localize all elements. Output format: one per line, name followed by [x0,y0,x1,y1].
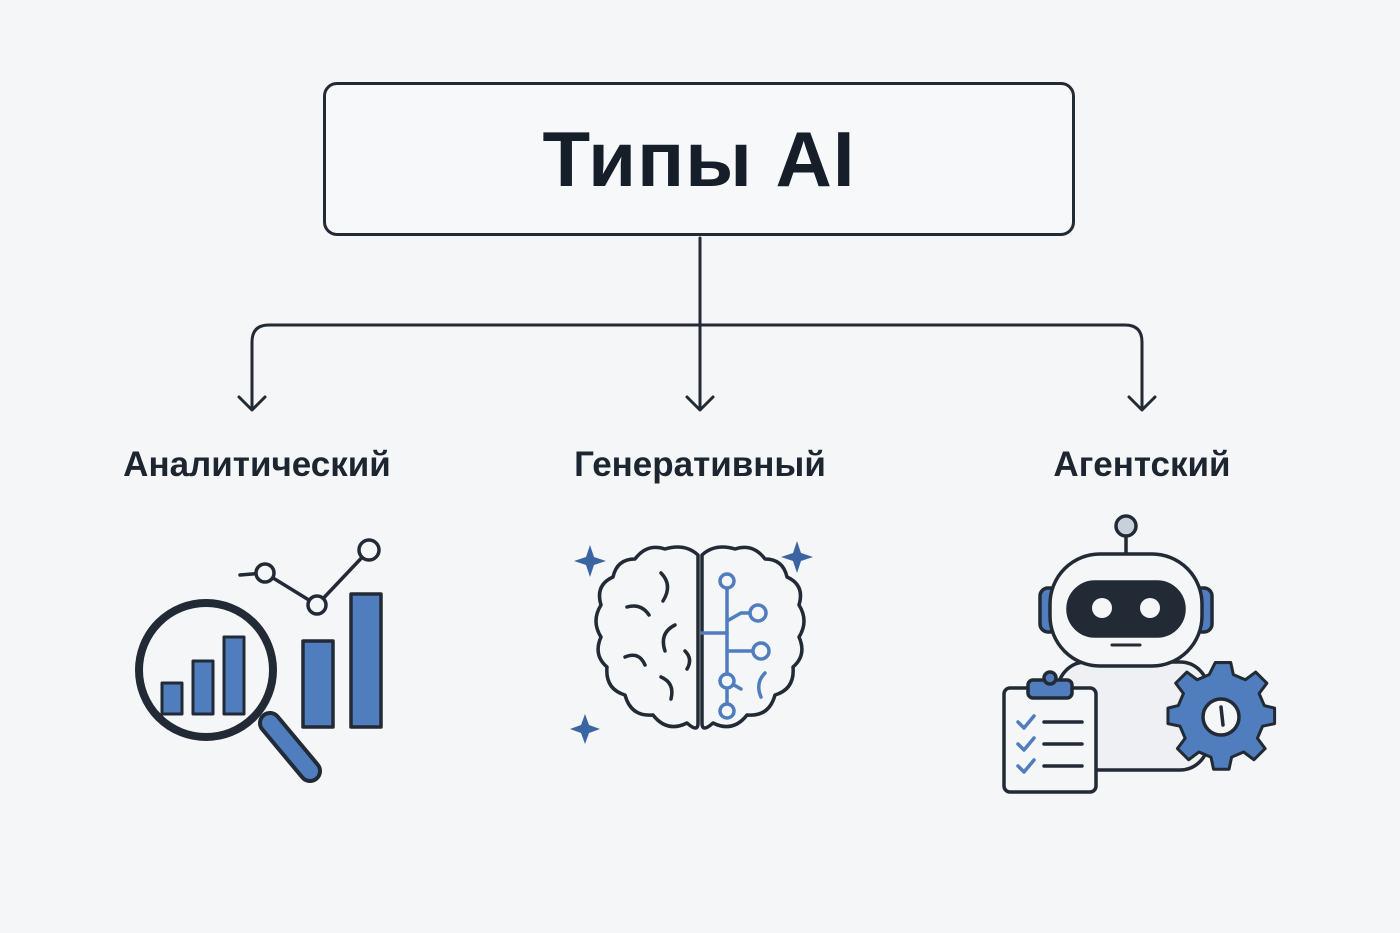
arrowhead-right [1127,395,1157,412]
root-title: Типы AI [542,114,856,203]
brain-circuit-icon [570,541,813,744]
branch-label-generative: Генеративный [574,445,826,484]
arrowhead-left [237,395,267,412]
arrowhead-center [685,395,715,412]
analytics-magnifier-chart-icon [135,538,383,783]
robot-agent-icon [1002,514,1277,794]
branch-label-agentic: Агентский [1053,445,1231,484]
branch-bus-line [250,323,1144,410]
root-node: Типы AI [323,82,1075,236]
branch-label-analytical: Аналитический [123,445,391,484]
